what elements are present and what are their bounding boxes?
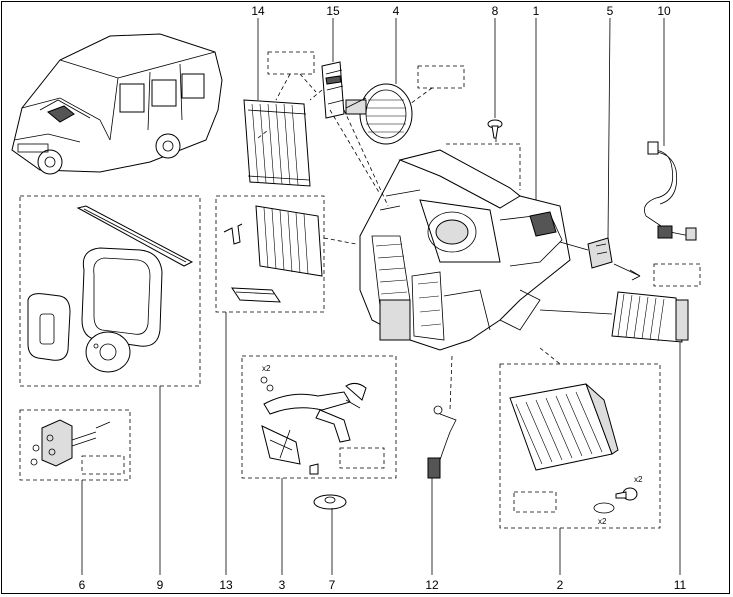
blower-motor-4-drawing — [345, 83, 413, 145]
kit-6-box — [19, 409, 131, 481]
heater-oring-multiplier-label: x2 — [598, 517, 607, 526]
part-15-drawing — [321, 61, 345, 119]
leader-lines — [81, 17, 681, 575]
cabin-filter-14-drawing — [243, 99, 311, 187]
note-box-4 — [417, 65, 465, 89]
kit-3-box — [241, 355, 397, 479]
callout-10: 10 — [657, 4, 671, 18]
kit-2-box — [499, 363, 661, 529]
callout-15: 15 — [326, 4, 340, 18]
sensor-12-drawing — [427, 405, 457, 479]
heater-matrix-2-drawing — [509, 383, 638, 514]
callout-12: 12 — [425, 578, 439, 592]
callout-8: 8 — [492, 4, 499, 18]
callout-7: 7 — [329, 578, 336, 592]
note-box-14 — [267, 51, 315, 75]
callout-14: 14 — [251, 4, 265, 18]
vehicle-drawing — [11, 33, 223, 175]
screw-8-drawing — [487, 119, 503, 139]
callout-3: 3 — [279, 578, 286, 592]
pipe-kit-3-drawing — [260, 376, 385, 475]
callout-2: 2 — [557, 578, 564, 592]
kit-9-box — [19, 195, 201, 387]
callout-4: 4 — [393, 4, 400, 18]
callout-labels: 14 15 4 8 1 5 10 6 9 13 3 7 12 2 11 — [79, 4, 687, 592]
pipes-multiplier-label: x2 — [262, 364, 271, 373]
seal-7-drawing — [313, 494, 347, 510]
callout-6: 6 — [79, 578, 86, 592]
callout-11: 11 — [674, 578, 687, 592]
electric-heater-11-drawing — [611, 291, 689, 343]
hvac-unit-1-drawing — [359, 149, 571, 351]
expansion-valve-drawing — [30, 419, 125, 475]
callout-5: 5 — [607, 4, 614, 18]
wiring-harness-10-drawing — [643, 141, 697, 241]
filter-kit-13-drawing — [223, 205, 323, 303]
note-box-10 — [653, 263, 701, 287]
seal-kit-9-drawing — [27, 205, 194, 373]
callout-9: 9 — [157, 578, 164, 592]
resistor-5-drawing — [587, 237, 613, 269]
callout-13: 13 — [219, 578, 233, 592]
callout-1: 1 — [533, 4, 540, 18]
heater-screw-multiplier-label: x2 — [634, 475, 643, 484]
